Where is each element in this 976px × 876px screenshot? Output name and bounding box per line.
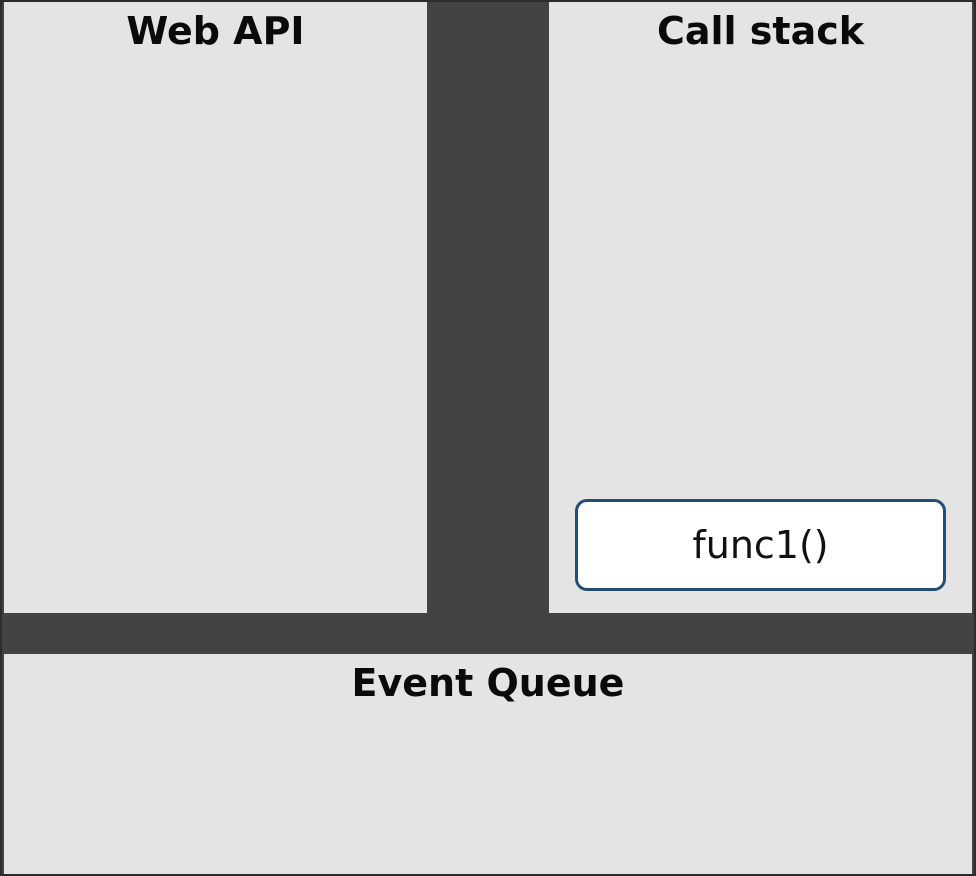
call-stack-frame-label: func1() [692,523,829,567]
event-queue-panel-title: Event Queue [351,661,625,705]
call-stack-frame-list: func1() [549,499,972,591]
call-stack-frame[interactable]: func1() [575,499,946,591]
call-stack-panel: Call stack func1() [549,2,972,613]
call-stack-panel-title: Call stack [656,9,865,53]
web-api-panel-title: Web API [126,9,305,53]
web-api-panel: Web API [4,2,427,613]
event-queue-panel: Event Queue [4,654,972,874]
